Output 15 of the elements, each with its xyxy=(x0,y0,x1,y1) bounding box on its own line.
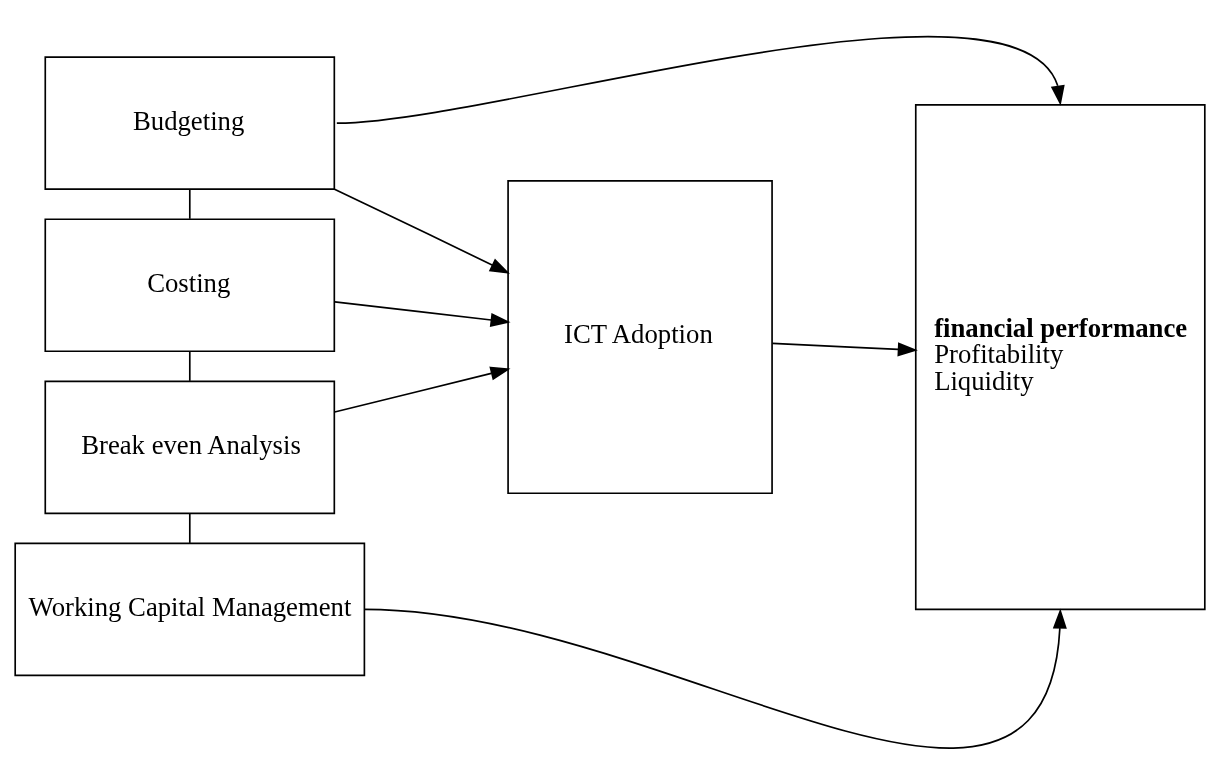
arrow xyxy=(771,341,918,356)
node-box: Costing xyxy=(44,217,336,352)
arrow xyxy=(333,300,511,327)
arrow xyxy=(336,35,1065,124)
node-box: Break even Analysis xyxy=(44,380,336,514)
arrow xyxy=(333,187,510,274)
arrow xyxy=(363,608,1067,749)
connector xyxy=(188,512,191,544)
node-box: financial performance Profitability Liquidity xyxy=(914,103,1206,610)
connector xyxy=(188,350,191,382)
arrow xyxy=(333,366,511,413)
node-box: Working Capital Management xyxy=(14,542,366,676)
node-box: ICT Adoption xyxy=(507,179,773,494)
node-box: Budgeting xyxy=(44,55,336,190)
connector xyxy=(188,188,191,220)
